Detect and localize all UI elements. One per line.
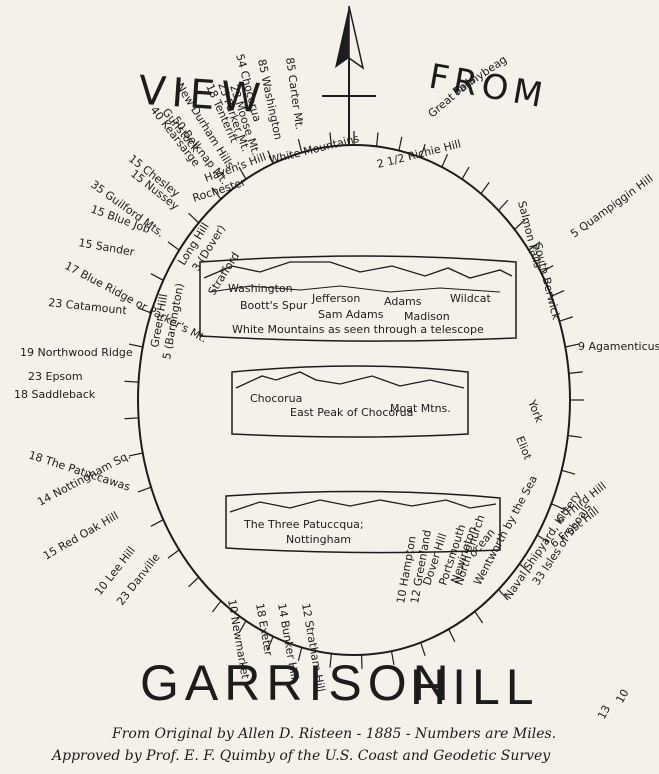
outer-label: 18 Exeter bbox=[253, 602, 275, 657]
panel1-peak-washington: Washington bbox=[228, 282, 293, 295]
outer-label: 19 Northwood Ridge bbox=[20, 346, 133, 359]
footer-line1: From Original by Allen D. Risteen - 1885… bbox=[111, 726, 556, 742]
tick-ray bbox=[565, 344, 579, 347]
tick-ray bbox=[481, 182, 489, 193]
tick-ray bbox=[151, 520, 163, 527]
outer-label: 9 Agamenticus bbox=[578, 340, 659, 353]
footer-line2: Approved by Prof. E. F. Quimby of the U.… bbox=[50, 748, 551, 764]
tick-ray bbox=[421, 643, 425, 656]
outer-label: 18 Saddleback bbox=[14, 388, 96, 401]
outer-label: 23 Epsom bbox=[28, 370, 83, 383]
outer-label: Eliot bbox=[513, 434, 534, 462]
panel1-peak-jefferson: Jefferson bbox=[311, 292, 360, 305]
outer-label: 10 bbox=[613, 687, 631, 706]
tick-ray bbox=[568, 435, 582, 437]
outer-label: 23 Catamount bbox=[48, 296, 128, 317]
panel1-peak-adams: Adams bbox=[384, 295, 422, 308]
outer-label: 15 Red Oak Hill bbox=[41, 509, 121, 563]
tick-ray bbox=[168, 550, 179, 558]
outer-label: 15 Sander bbox=[77, 236, 135, 259]
panel2-chocorua: Chocorua bbox=[250, 392, 302, 405]
tick-ray bbox=[151, 274, 163, 281]
panel3-caption2: Nottingham bbox=[286, 533, 351, 546]
panel1-peak-wildcat: Wildcat bbox=[450, 292, 492, 305]
tick-ray bbox=[125, 418, 139, 419]
horizon-circle bbox=[138, 145, 570, 655]
outer-label: 2 1/2 Richie Hill bbox=[376, 137, 463, 170]
tick-ray bbox=[138, 487, 151, 492]
panel1-peak-bootts-spur: Boott's Spur bbox=[240, 299, 308, 312]
panel1-peak-madison: Madison bbox=[404, 310, 450, 323]
tick-ray bbox=[189, 577, 199, 587]
tick-ray bbox=[462, 167, 469, 179]
panel-chocorua: Chocorua East Peak of Chocorua Moat Mtns… bbox=[232, 366, 468, 437]
tick-ray bbox=[377, 132, 378, 146]
panel2-moat: Moat Mtns. bbox=[390, 402, 451, 415]
panel1-caption: White Mountains as seen through a telesc… bbox=[232, 323, 484, 336]
tick-ray bbox=[569, 372, 583, 373]
outer-label: York bbox=[525, 397, 546, 425]
tick-ray bbox=[212, 601, 221, 612]
tick-ray bbox=[189, 213, 199, 223]
panel1-peak-sam-adams: Sam Adams bbox=[318, 308, 384, 321]
tick-ray bbox=[442, 154, 448, 167]
tick-ray bbox=[449, 629, 455, 642]
panel-white-mountains: Washington Boott's Spur Jefferson Sam Ad… bbox=[200, 256, 516, 341]
bottom-title-hill: HILL bbox=[410, 659, 540, 715]
tick-ray bbox=[562, 470, 575, 474]
tick-ray bbox=[399, 137, 402, 151]
outer-label: 13 bbox=[595, 703, 613, 721]
tick-ray bbox=[125, 381, 139, 382]
panel3-caption1: The Three Patuccqua; bbox=[243, 518, 364, 531]
outer-label: 85 Carter Mt. bbox=[283, 57, 306, 131]
tick-ray bbox=[475, 611, 483, 623]
outer-label: 5 Quampiggin Hill bbox=[568, 172, 655, 240]
tick-ray bbox=[168, 242, 179, 250]
tick-ray bbox=[499, 200, 508, 210]
tick-ray bbox=[129, 453, 143, 456]
north-arrow-icon bbox=[322, 6, 376, 145]
bottom-title-garrison: GARRISON bbox=[140, 655, 455, 711]
